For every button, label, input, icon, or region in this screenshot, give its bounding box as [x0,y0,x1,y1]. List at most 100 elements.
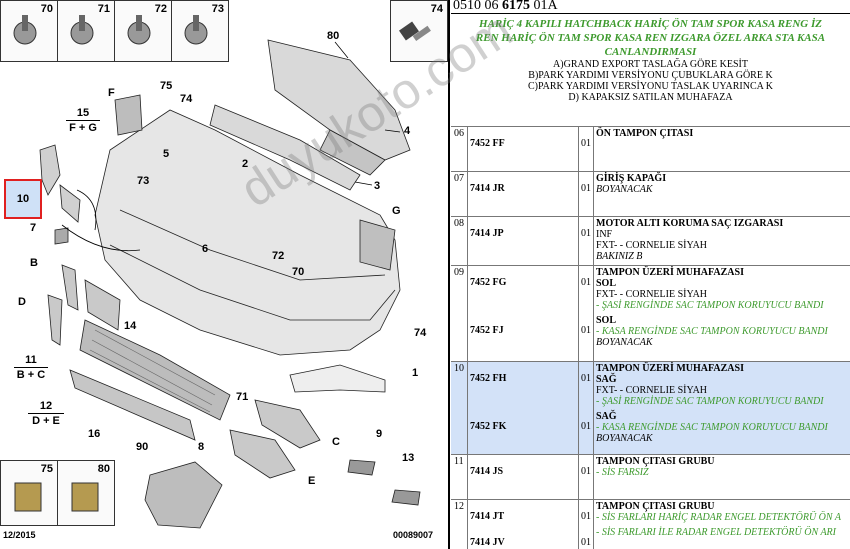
description-line: TAMPON ÇITASI GRUBU [596,501,715,512]
callout-9[interactable]: 9 [376,428,383,440]
part-code[interactable]: 7452 FJ [470,325,504,336]
part-qty: 01 [581,373,591,384]
callout-75[interactable]: 75 [160,80,173,92]
screw-icon [184,15,208,45]
figure-code: 00089007 [393,530,434,540]
push-pin-icon [71,482,99,512]
callout-70[interactable]: 70 [292,266,305,278]
part-code[interactable]: 7414 JP [470,228,504,239]
row-seq: 11 [454,456,464,467]
callout-14[interactable]: 14 [124,320,137,332]
callout-G[interactable]: G [392,205,401,217]
callout-B[interactable]: B [30,257,38,269]
description-line: SAĞ [596,411,617,422]
callout-6[interactable]: 6 [202,243,209,255]
hardware-thumb-71[interactable]: 71 [57,0,115,62]
panel-divider[interactable] [448,0,450,549]
row-seq: 07 [454,173,464,184]
callout-13[interactable]: 13 [402,452,415,464]
description-line: - SİS FARSIZ [596,467,649,478]
condition-line: A)GRAND EXPORT TASLAĞA GÖRE KESİT [553,59,748,70]
condition-line: B)PARK YARDIMI VERSİYONU ÇUBUKLARA GÖRE … [528,70,773,81]
description-line: - KASA RENGİNDE SAC TAMPON KORUYUCU BAND… [596,422,828,433]
callout-5[interactable]: 5 [163,148,170,160]
callout-7[interactable]: 7 [30,222,37,234]
hardware-thumb-74[interactable]: 74 [390,0,448,62]
callout-80[interactable]: 80 [327,30,340,42]
part-qty: 01 [581,325,591,336]
description-line: BOYANACAK [596,337,653,348]
callout-3[interactable]: 3 [374,180,381,192]
green-note-line: CANLANDIRMASI [604,46,697,58]
plastic-clip-icon [70,15,94,45]
part-code[interactable]: 7414 JR [470,183,505,194]
selected-callout-10[interactable]: 10 [4,179,42,219]
part-description: SAĞ- KASA RENGİNDE SAC TAMPON KORUYUCU B… [596,411,828,444]
callout-72[interactable]: 72 [272,250,285,262]
description-line: FXT- - CORNELIE SİYAH [596,240,708,251]
description-line: INF [596,229,613,240]
callout-73[interactable]: 73 [137,175,150,187]
thumb-number: 80 [97,463,110,475]
callout-16[interactable]: 16 [88,428,101,440]
thumb-number: 74 [430,3,443,15]
description-line: SAĞ [596,374,617,385]
thumb-number: 71 [97,3,110,15]
description-line: - ŞASİ RENGİNDE SAC TAMPON KORUYUCU BAND… [596,300,824,311]
callout-90[interactable]: 90 [136,441,149,453]
hardware-thumb-70[interactable]: 70 [0,0,58,62]
row-seq: 12 [454,501,464,512]
part-code[interactable]: 7414 JS [470,466,504,477]
part-code[interactable]: 7414 JT [470,511,505,522]
part-description: TAMPON ÇITASI GRUBU- SİS FARSIZ [596,456,715,478]
hardware-thumb-73[interactable]: 73 [171,0,229,62]
part-qty: 01 [581,183,591,194]
hardware-thumb-80[interactable]: 80 [57,460,115,526]
description-line: SOL [596,278,617,289]
callout-C[interactable]: C [332,436,340,448]
hardware-thumb-75[interactable]: 75 [0,460,58,526]
callout-74[interactable]: 74 [180,93,193,105]
bolt-icon [399,21,431,42]
part-code[interactable]: 7452 FF [470,138,505,149]
callout-1[interactable]: 1 [412,367,419,379]
callout-4[interactable]: 4 [404,125,411,137]
thumb-number: 73 [211,3,224,15]
catalog-reference: 0510 06 6175 01A [453,0,558,13]
row-seq: 10 [454,363,464,374]
callout-8[interactable]: 8 [198,441,205,453]
callout-E[interactable]: E [308,475,316,487]
part-code[interactable]: 7452 FG [470,277,507,288]
clip-nut-icon [14,482,42,512]
description-line: ÖN TAMPON ÇITASI [596,128,694,139]
part-code[interactable]: 7452 FK [470,421,507,432]
callout-F[interactable]: F [108,87,115,99]
callout-2[interactable]: 2 [242,158,249,170]
part-code[interactable]: 7452 FH [470,373,507,384]
part-description: - SİS FARLARI İLE RADAR ENGEL DETEKTÖRÜ … [596,527,836,538]
callout-D[interactable]: D [18,296,26,308]
description-line: TAMPON ÜZERİ MUHAFAZASI [596,363,744,374]
applicability-notes: HARİÇ 4 KAPILI HATCHBACK HARİÇ ÖN TAM SP… [451,17,850,103]
callout-74[interactable]: 74 [414,327,427,339]
parts-list-panel[interactable]: 0510 06 6175 01A HARİÇ 4 KAPILI HATCHBAC… [451,0,850,549]
part-description: SOL- KASA RENGİNDE SAC TAMPON KORUYUCU B… [596,315,828,348]
description-line: SOL [596,315,617,326]
description-line: BAKINIZ B [596,251,643,262]
hardware-thumb-72[interactable]: 72 [114,0,172,62]
part-code[interactable]: 7414 JV [470,537,505,548]
callout-71[interactable]: 71 [236,391,249,403]
